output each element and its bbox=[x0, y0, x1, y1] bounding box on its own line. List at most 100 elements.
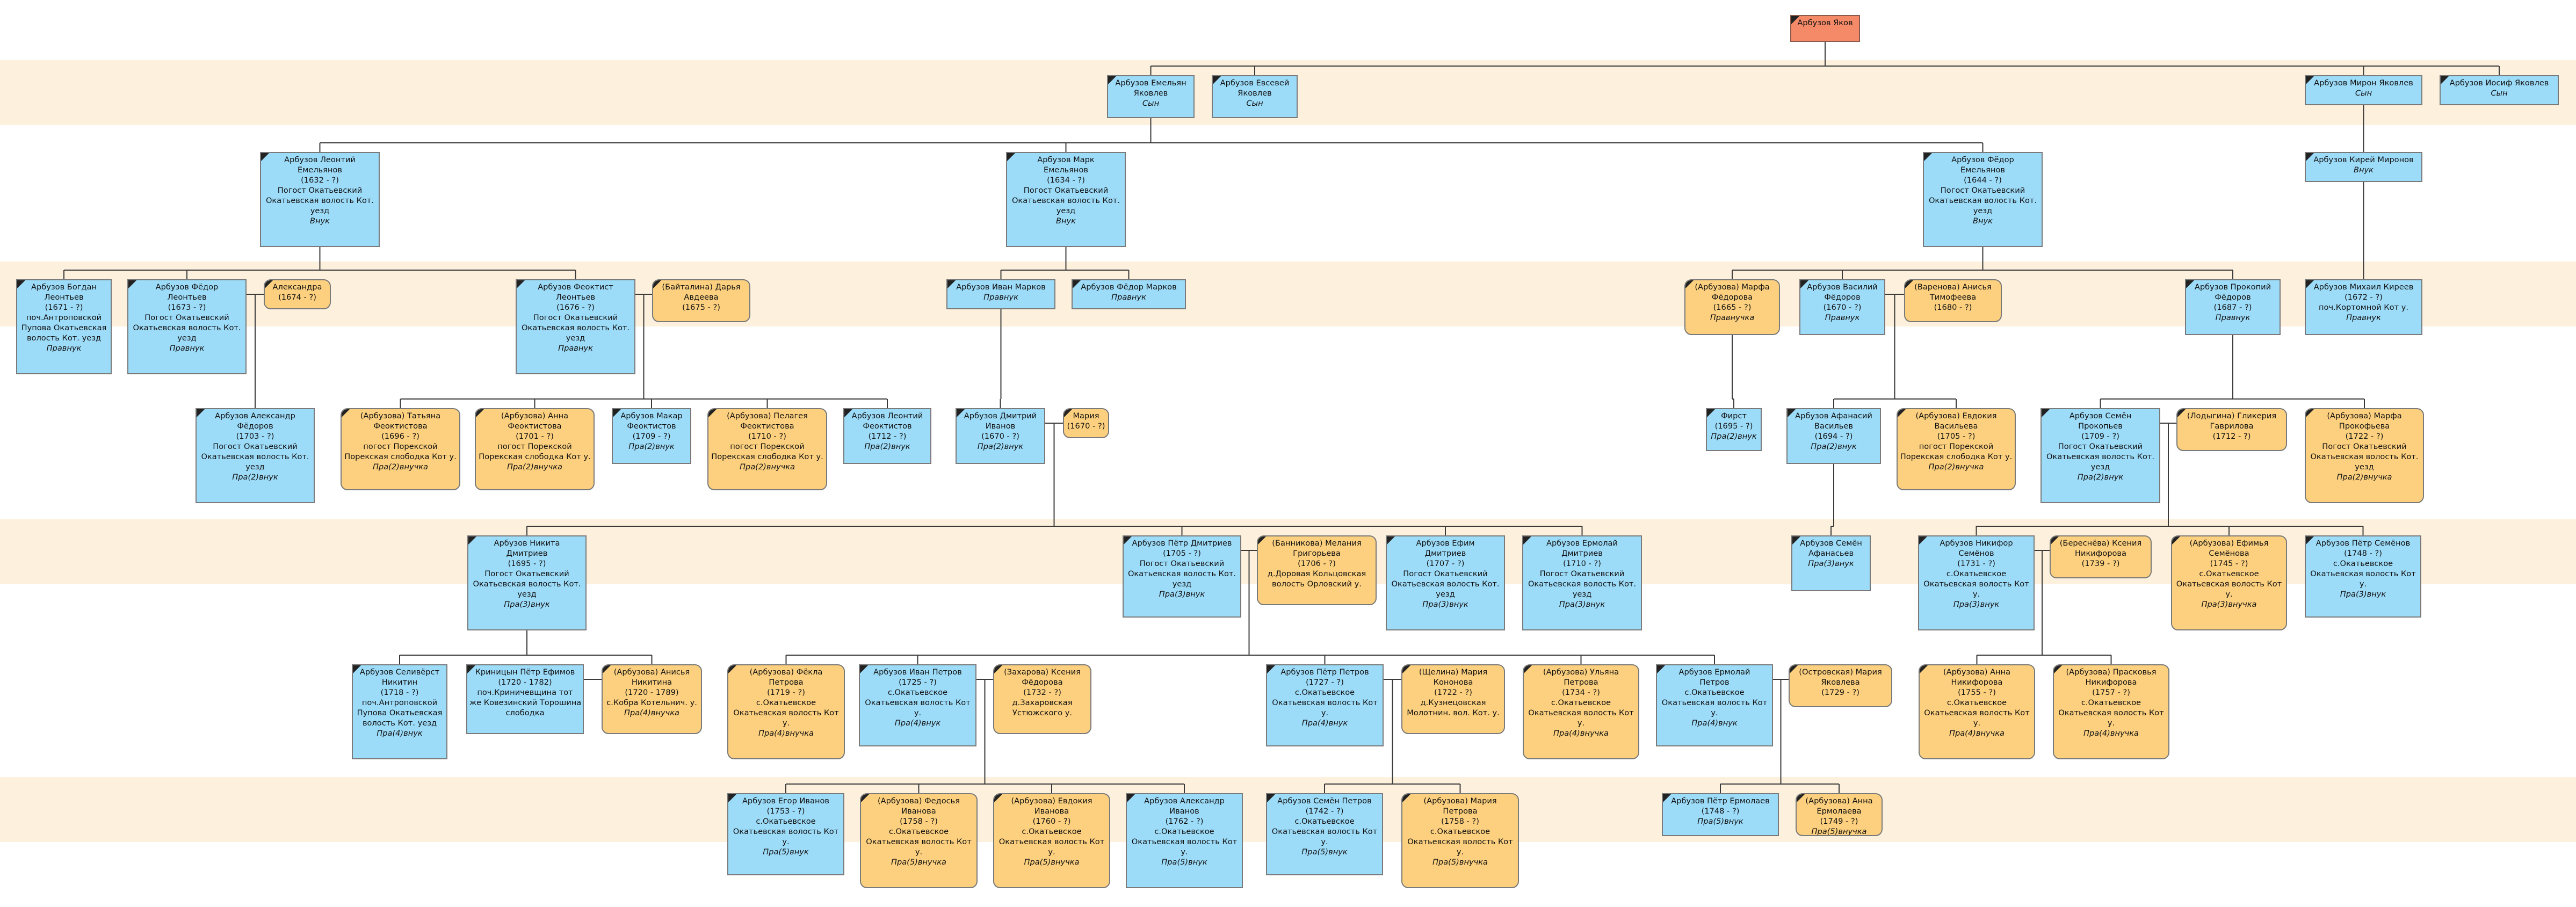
expand-marker-icon[interactable] bbox=[994, 794, 1002, 802]
expand-marker-icon[interactable] bbox=[1524, 665, 1532, 673]
expand-marker-icon[interactable] bbox=[1124, 536, 1132, 545]
expand-marker-icon[interactable] bbox=[2306, 76, 2314, 84]
expand-marker-icon[interactable] bbox=[342, 409, 350, 417]
expand-marker-icon[interactable] bbox=[1919, 536, 1927, 545]
expand-marker-icon[interactable] bbox=[353, 665, 361, 673]
expand-marker-icon[interactable] bbox=[1797, 794, 1805, 802]
expand-marker-icon[interactable] bbox=[467, 665, 475, 673]
expand-marker-icon[interactable] bbox=[2306, 280, 2314, 288]
expand-marker-icon[interactable] bbox=[603, 665, 611, 673]
expand-marker-icon[interactable] bbox=[197, 409, 205, 417]
expand-marker-icon[interactable] bbox=[1800, 280, 1808, 288]
person-card[interactable]: Арбузов Пётр Семёнов(1748 - ?)с.Окатьевс… bbox=[2305, 535, 2421, 618]
expand-marker-icon[interactable] bbox=[861, 794, 869, 802]
expand-marker-icon[interactable] bbox=[1402, 665, 1410, 673]
expand-marker-icon[interactable] bbox=[17, 280, 25, 288]
expand-marker-icon[interactable] bbox=[1073, 280, 1081, 288]
expand-marker-icon[interactable] bbox=[1792, 536, 1800, 545]
expand-marker-icon[interactable] bbox=[2054, 665, 2062, 673]
person-card[interactable]: Арбузов Пётр Ермолаев(1748 - ?)Пра(5)вну… bbox=[1662, 793, 1779, 836]
expand-marker-icon[interactable] bbox=[957, 409, 965, 417]
expand-marker-icon[interactable] bbox=[613, 409, 621, 417]
person-card[interactable]: Арбузов Пётр Дмитриев(1705 - ?)Погост Ок… bbox=[1123, 535, 1241, 618]
expand-marker-icon[interactable] bbox=[1657, 665, 1665, 673]
person-card[interactable]: Арбузов Егор Иванов(1753 - ?)с.Окатьевск… bbox=[727, 793, 844, 875]
expand-marker-icon[interactable] bbox=[2186, 280, 2194, 288]
expand-marker-icon[interactable] bbox=[1685, 280, 1694, 288]
expand-marker-icon[interactable] bbox=[1898, 409, 1906, 417]
person-card[interactable]: Арбузов Иван Петров(1725 - ?)с.Окатьевск… bbox=[859, 664, 976, 746]
expand-marker-icon[interactable] bbox=[1127, 794, 1135, 802]
expand-marker-icon[interactable] bbox=[1924, 153, 1932, 161]
expand-marker-icon[interactable] bbox=[261, 153, 269, 161]
expand-marker-icon[interactable] bbox=[2042, 409, 2050, 417]
expand-marker-icon[interactable] bbox=[2441, 76, 2449, 84]
person-card[interactable]: Арбузов Михаил Киреев(1672 - ?)поч.Корто… bbox=[2305, 279, 2422, 335]
expand-marker-icon[interactable] bbox=[728, 794, 736, 802]
expand-marker-icon[interactable] bbox=[947, 280, 956, 288]
expand-marker-icon[interactable] bbox=[1402, 794, 1410, 802]
expand-marker-icon[interactable] bbox=[1905, 280, 1913, 288]
expand-marker-icon[interactable] bbox=[708, 409, 717, 417]
expand-marker-icon[interactable] bbox=[1258, 536, 1266, 545]
expand-marker-icon[interactable] bbox=[265, 280, 273, 288]
person-card[interactable]: Александра(1674 - ?) bbox=[264, 279, 331, 309]
expand-marker-icon[interactable] bbox=[1707, 409, 1715, 417]
expand-marker-icon[interactable] bbox=[1064, 409, 1072, 417]
expand-marker-icon[interactable] bbox=[860, 665, 868, 673]
expand-marker-icon[interactable] bbox=[2172, 536, 2180, 545]
person-card[interactable]: Арбузов Пётр Петров(1727 - ?)с.Окатьевск… bbox=[1266, 664, 1384, 746]
expand-marker-icon[interactable] bbox=[1267, 794, 1275, 802]
expand-marker-icon[interactable] bbox=[2306, 536, 2314, 545]
expand-marker-icon[interactable] bbox=[1108, 76, 1116, 84]
expand-marker-icon[interactable] bbox=[1788, 409, 1796, 417]
person-card[interactable]: Криницын Пётр Ефимов(1720 - 1782)поч.Кри… bbox=[466, 664, 584, 734]
expand-marker-icon[interactable] bbox=[1663, 794, 1671, 802]
expand-marker-icon[interactable] bbox=[2306, 153, 2314, 161]
expand-marker-icon[interactable] bbox=[1790, 665, 1798, 673]
person-card[interactable]: Мария(1670 - ?) bbox=[1063, 408, 1109, 438]
expand-marker-icon[interactable] bbox=[476, 409, 484, 417]
